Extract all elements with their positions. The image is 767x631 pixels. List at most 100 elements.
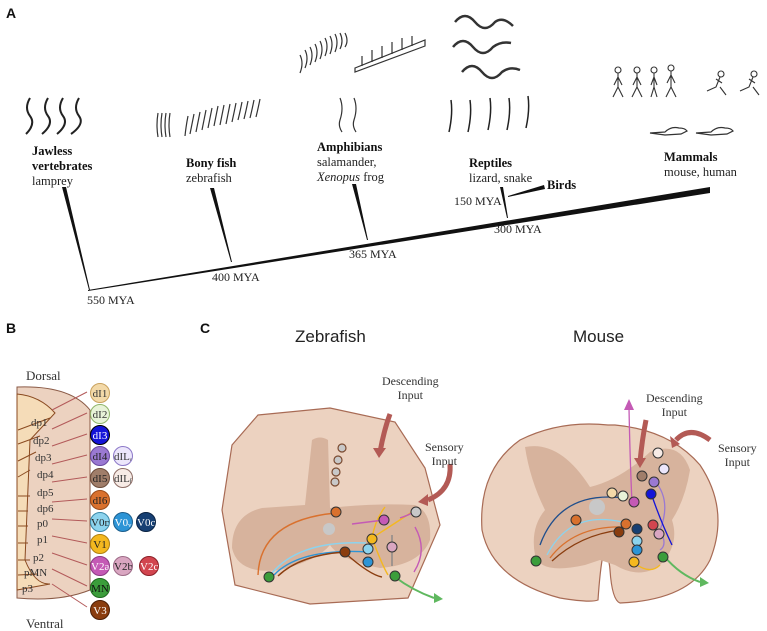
clade-name: Bony fish xyxy=(186,156,237,170)
neuron-class-16: V3 xyxy=(90,600,110,620)
clade-examples: salamander, xyxy=(317,155,377,169)
progenitor-domain: dp5 xyxy=(37,487,54,499)
branch-jawless xyxy=(62,187,90,290)
neuron-class-label: dILₐ xyxy=(114,451,133,463)
neuron-class-label: V0c xyxy=(137,517,156,529)
zebrafish-blue-axon xyxy=(273,550,369,576)
human-locomotion-illustration xyxy=(612,64,760,98)
clade-examples: lizard, snake xyxy=(469,171,533,185)
zebrafish-brown-axon xyxy=(277,551,346,577)
mouse-neuron-MN-right xyxy=(657,551,669,563)
mouse-neuron-dI2 xyxy=(617,490,629,502)
zebrafish-neuron-V1 xyxy=(366,533,378,545)
mouse-neuron-MN-left xyxy=(530,555,542,567)
neuron-class-label: dILᵦ xyxy=(114,473,133,485)
neuron-class-14: V2c xyxy=(139,556,159,576)
sensory-label-line1: Sensory xyxy=(425,440,464,454)
zebrafish-neuron-MN-left xyxy=(263,571,275,583)
descending-label-line2: Input xyxy=(661,405,687,419)
mouse-neuron-dI6-left xyxy=(570,514,582,526)
phylogeny-trunk xyxy=(88,187,710,291)
neuron-class-11: V1 xyxy=(90,534,110,554)
neuron-class-3: dI4 xyxy=(90,446,110,466)
neuron-class-5: dI5 xyxy=(90,468,110,488)
mouse-neuron-dI6 xyxy=(620,518,632,530)
phylogeny-tree xyxy=(25,14,760,291)
sensory-label-line2: Input xyxy=(724,455,750,469)
clade-bony-fish: Bony fish zebrafish xyxy=(186,156,236,186)
clade-examples: zebrafish xyxy=(186,171,232,185)
progenitor-domain-diagram xyxy=(16,386,91,608)
progenitor-domain: dp2 xyxy=(33,435,50,447)
branch-birds xyxy=(508,185,545,197)
mouse-neuron-V2c xyxy=(647,519,659,531)
progenitor-domain: dp3 xyxy=(35,452,52,464)
neuron-class-label: dI6 xyxy=(92,495,108,507)
divergence-label: 400 MYA xyxy=(212,270,260,284)
mouse-neuron-V0c xyxy=(631,523,643,535)
neuron-class-label: dI4 xyxy=(92,451,108,463)
progenitor-domain: dp6 xyxy=(37,503,54,515)
panel-a-letter: A xyxy=(6,5,17,21)
clade-mammals: Mammals mouse, human xyxy=(664,150,737,180)
neuron-class-label: V0ᴅ xyxy=(91,517,110,529)
neuron-class-12: V2a xyxy=(90,556,110,576)
clade-examples: frog xyxy=(360,170,385,184)
clade-name: vertebrates xyxy=(32,159,93,173)
progenitor-domain: dp1 xyxy=(31,417,48,429)
branch-amphibians xyxy=(352,184,368,240)
clade-name: Mammals xyxy=(664,150,718,164)
mouse-neuron-V2a xyxy=(628,496,640,508)
progenitor-domain: p1 xyxy=(37,534,48,546)
mouse-neuron-dILa xyxy=(658,463,670,475)
mouse-neuron-V0v xyxy=(631,544,643,556)
mouse-ascending-arrowhead xyxy=(624,399,634,410)
neuron-class-label: dI3 xyxy=(92,430,108,442)
divergence-label: 550 MYA xyxy=(87,293,135,307)
progenitor-domain: dp4 xyxy=(37,469,54,481)
descending-label-line1: Descending xyxy=(382,374,439,388)
neuron-class-label: V3 xyxy=(93,605,107,617)
zebrafish-sensory-arrowhead xyxy=(418,494,428,506)
mouse-brown-axon xyxy=(551,529,621,562)
zebrafish-neuron-MN-right xyxy=(389,570,401,582)
branch-reptiles xyxy=(500,187,508,218)
mouse-sensory-input-arrow xyxy=(674,430,712,443)
zebrafish-orange-axon xyxy=(257,512,337,576)
mouse-neuron-dI4 xyxy=(648,476,660,488)
clade-name: Jawless xyxy=(32,144,73,158)
clade-birds: Birds xyxy=(547,178,576,193)
zebrafish-neuron-V0d xyxy=(362,543,374,555)
neuron-class-13: V2b xyxy=(113,556,133,576)
panel-b-letter: B xyxy=(6,320,17,336)
neuron-class-7: dI6 xyxy=(90,490,110,510)
clade-examples: mouse, human xyxy=(664,165,737,179)
mouse-descending-input-label: Descending Input xyxy=(646,391,703,419)
panel-c-letter: C xyxy=(200,320,211,336)
zebrafish-sensory-input-label: Sensory Input xyxy=(425,440,464,468)
neuron-class-label: V2a xyxy=(91,561,110,573)
neuron-class-2: dI3 xyxy=(90,425,110,445)
mouse-mn-output-arrowhead xyxy=(700,577,709,587)
zebrafish-neuron-dI6 xyxy=(330,506,342,518)
divergence-label: 300 MYA xyxy=(494,222,542,236)
progenitor-domain: pMN xyxy=(24,567,48,579)
neuron-class-9: V0ᵥ xyxy=(113,512,133,532)
zebrafish-brown-axon-2 xyxy=(344,552,383,578)
zebrafish-neuron-V3 xyxy=(339,546,351,558)
zebrafish-neuron-sensory xyxy=(410,506,422,518)
clade-examples-italic: Xenopus xyxy=(317,170,361,184)
zebrafish-neuron-V2a xyxy=(378,514,390,526)
clade-name: Birds xyxy=(547,178,577,192)
neuron-class-label: V0ᵥ xyxy=(114,517,132,529)
branch-bony-fish xyxy=(210,188,232,262)
clade-jawless-vertebrates: Jawless vertebrates lamprey xyxy=(32,144,92,189)
progenitor-domain: p0 xyxy=(37,518,48,530)
amphibian-illustration xyxy=(299,32,426,133)
descending-label-line2: Input xyxy=(397,388,423,402)
neuron-class-0: dI1 xyxy=(90,383,110,403)
mouse-gray-cell xyxy=(589,499,605,515)
neuron-class-label: V1 xyxy=(93,539,107,551)
clade-examples: lamprey xyxy=(32,174,73,188)
